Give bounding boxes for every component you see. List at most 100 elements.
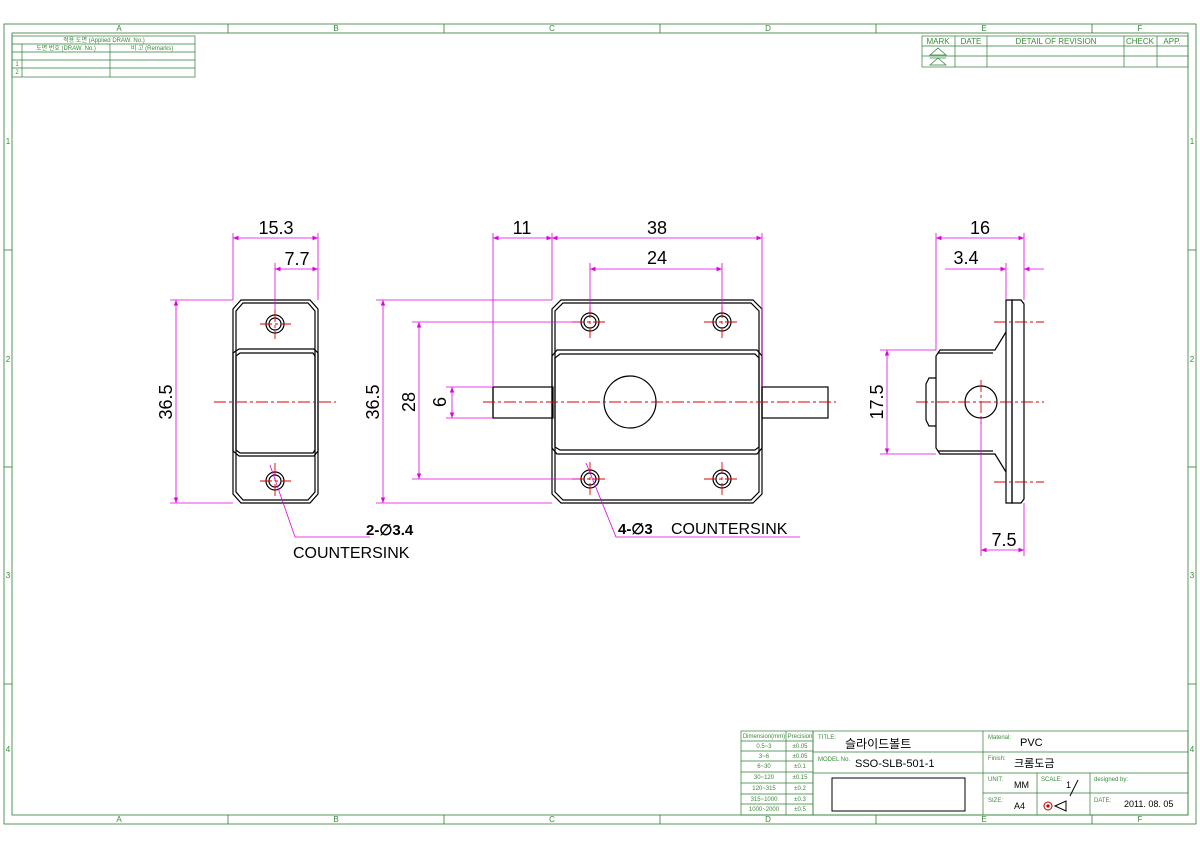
tol-prec-0: ±0.05	[793, 744, 809, 750]
tol-dim-3: 30~120	[754, 775, 775, 781]
scale-label: SCALE:	[1041, 777, 1063, 783]
tol-prec-6: ±0.5	[794, 807, 806, 813]
side-view-centerlines	[916, 321, 1044, 483]
dim-left-offset: 7.7	[284, 249, 309, 269]
tol-prec-3: ±0.15	[793, 775, 809, 781]
applied-table-header: 적용 도면 (Applied DRAW. No.)	[63, 36, 145, 44]
zone-right-1: 1	[1190, 137, 1195, 146]
dim-front-hole-pitch: 24	[647, 248, 667, 268]
revision-header-app: APP.	[1163, 37, 1180, 46]
zone-top-f: F	[1138, 24, 1143, 33]
zone-top-d: D	[765, 24, 771, 33]
material-label: Material:	[988, 735, 1011, 741]
zone-bottom-b: B	[333, 815, 338, 824]
tolerance-table: Dimension(mm) Precision 0.5~3 ±0.05 3~6 …	[740, 730, 814, 816]
tol-prec-1: ±0.05	[793, 754, 809, 760]
zone-labels: A B C D E F A B C D E F 1 2 3 4 1 2 3 4	[6, 24, 1195, 824]
front-view: 11 38 24 36.5 28 6 4-∅3 COUNTERSINK	[363, 218, 836, 538]
tol-dim-4: 120~315	[752, 786, 776, 792]
zone-top-e: E	[981, 24, 986, 33]
zone-left-2: 2	[6, 355, 11, 364]
zone-top-a: A	[116, 24, 122, 33]
left-hole-note: COUNTERSINK	[293, 545, 410, 562]
zone-bottom-d: D	[765, 815, 771, 824]
drawing-title: 슬라이드볼트	[845, 737, 911, 751]
tol-prec-4: ±0.2	[794, 786, 806, 792]
dim-front-bolt: 11	[513, 218, 532, 238]
zone-top-b: B	[333, 24, 338, 33]
tol-dim-5: 315~1000	[751, 797, 779, 803]
tol-header-precision: Precision	[788, 734, 813, 740]
date-label: DATE:	[1094, 798, 1112, 804]
applied-table-row2: 2	[15, 70, 19, 76]
left-view-outline	[232, 299, 319, 504]
model-label: MODEL No.	[818, 757, 850, 763]
left-view-dimensions	[170, 233, 370, 538]
dim-front-bolt-dia: 6	[430, 397, 450, 407]
zone-left-1: 1	[6, 137, 11, 146]
zone-bottom-f: F	[1138, 815, 1143, 824]
dim-side-width: 16	[970, 218, 990, 238]
dim-front-height: 36.5	[363, 384, 383, 419]
left-view: 15.3 7.7 36.5 2-∅3.4 COUNTERSINK	[156, 218, 414, 562]
revision-header-date: DATE	[961, 37, 982, 46]
scale-slash	[1069, 779, 1079, 797]
tol-prec-2: ±0.1	[794, 764, 806, 770]
zone-bottom-a: A	[116, 815, 122, 824]
material-value: PVC	[1020, 737, 1043, 749]
applied-table-col1: 도면 번호 (DRAW. No.)	[36, 44, 96, 52]
zone-left-4: 4	[6, 745, 11, 754]
size-value: A4	[1014, 801, 1025, 811]
zone-bottom-e: E	[981, 815, 986, 824]
model-number: SSO-SLB-501-1	[855, 758, 934, 770]
front-view-centerlines	[483, 306, 836, 496]
dim-side-offset: 7.5	[991, 530, 1016, 550]
zone-left-3: 3	[6, 571, 11, 580]
revision-header-mark: MARK	[926, 37, 950, 46]
tol-dim-0: 0.5~3	[756, 744, 772, 750]
revision-table: MARK DATE DETAIL OF REVISION CHECK APP.	[921, 35, 1189, 68]
applied-table-row1: 1	[15, 62, 19, 68]
dim-side-thickness: 3.4	[953, 248, 978, 268]
zone-top-c: C	[549, 24, 555, 33]
inner-frame	[11, 32, 1189, 816]
dim-left-height: 36.5	[156, 384, 176, 419]
projection-symbol-icon	[1043, 800, 1067, 812]
tol-header-dim: Dimension(mm)	[743, 734, 785, 740]
dim-front-width: 38	[647, 218, 667, 238]
designed-by-label: designed by:	[1094, 777, 1128, 783]
zone-right-3: 3	[1190, 571, 1195, 580]
front-view-dimensions	[376, 233, 800, 538]
scale-value: 1	[1066, 780, 1071, 790]
applied-drawing-table: 적용 도면 (Applied DRAW. No.) 도면 번호 (DRAW. N…	[11, 35, 196, 78]
finish-value: 크롬도금	[1014, 757, 1054, 770]
front-hole-note: COUNTERSINK	[671, 521, 788, 538]
tol-prec-5: ±0.3	[794, 797, 806, 803]
tol-dim-1: 3~6	[759, 754, 770, 760]
title-block: TITLE: 슬라이드볼트 MODEL No. SSO-SLB-501-1 Ma…	[812, 730, 1189, 816]
applied-table-col2: 비 고 (Remarks)	[131, 44, 173, 52]
frame	[3, 23, 1197, 825]
finish-label: Finish:	[988, 756, 1006, 762]
outer-frame	[3, 23, 1197, 825]
unit-value: MM	[1014, 780, 1029, 790]
revision-header-detail: DETAIL OF REVISION	[1016, 37, 1097, 46]
title-label: TITLE:	[818, 735, 836, 741]
side-view-dimensions	[880, 233, 1044, 556]
side-view-outline	[925, 299, 1025, 504]
zone-right-4: 4	[1190, 745, 1195, 754]
left-hole-callout: 2-∅3.4	[366, 522, 414, 539]
size-label: SIZE:	[988, 798, 1003, 804]
tol-dim-2: 6~30	[757, 764, 771, 770]
dim-front-hole-v: 28	[399, 392, 419, 412]
tol-dim-6: 1000~2000	[749, 807, 780, 813]
dim-left-width: 15.3	[258, 218, 293, 238]
front-hole-callout: 4-∅3	[618, 521, 653, 538]
front-view-outline	[492, 299, 829, 504]
side-view: 16 3.4 17.5 7.5	[867, 218, 1044, 556]
unit-label: UNIT:	[988, 777, 1003, 783]
date-value: 2011. 08. 05	[1124, 799, 1173, 809]
zone-bottom-c: C	[549, 815, 555, 824]
